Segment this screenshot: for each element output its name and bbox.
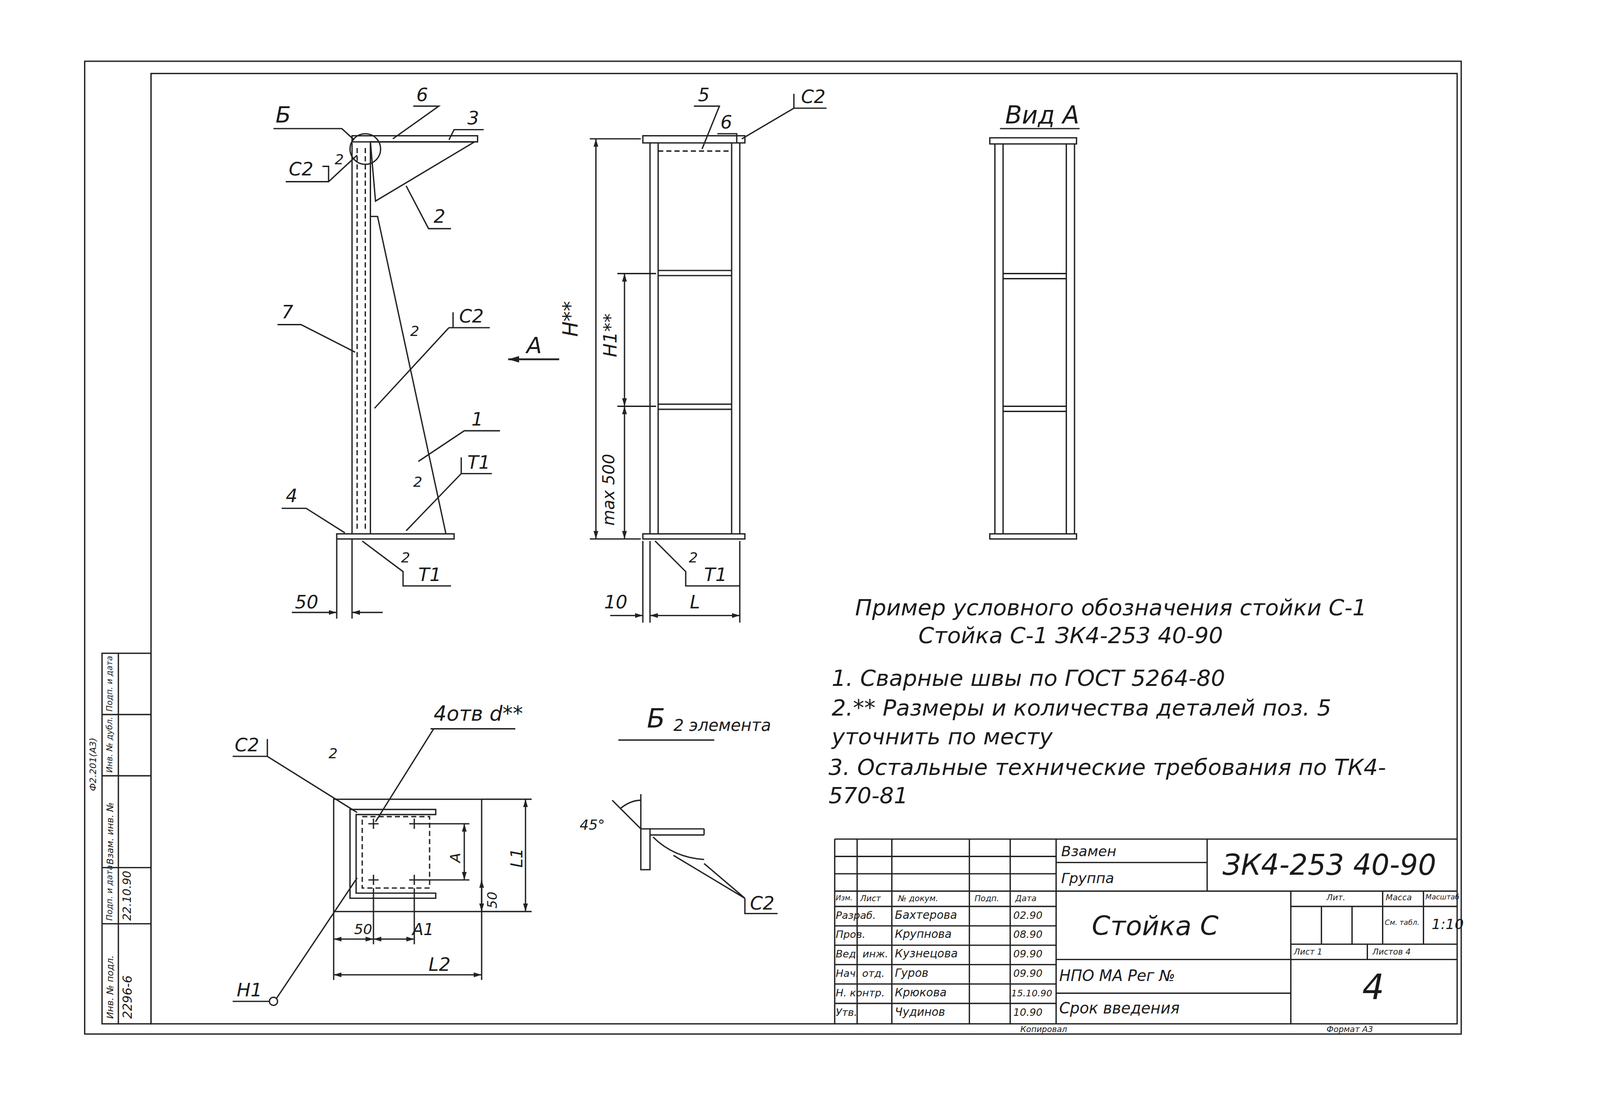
callout-label: 6 (416, 84, 428, 107)
title-block-cell: Стойка С (1092, 911, 1219, 942)
title-block-cell: Чудинов (894, 1006, 945, 1020)
callout-label: 50 (295, 591, 319, 614)
title-block-cell: ЗК4-253 40-90 (1222, 848, 1437, 882)
title-block-cell: Дата (1015, 893, 1037, 904)
callout-label: 50 (485, 891, 502, 908)
callout-label: 2 (328, 745, 338, 762)
note-text: 1. Сварные швы по ГОСТ 5264-80 (831, 665, 1226, 692)
margin-stamp: Ф2.201(А3) (87, 737, 99, 791)
title-block-cell: Н. контр. (835, 986, 885, 999)
title-block-cell: Подп. (974, 893, 1000, 904)
title-block-cell: Взамен (1061, 842, 1117, 860)
callout-label: Вид А (1005, 102, 1080, 131)
title-block-cell: Формат А3 (1326, 1024, 1374, 1034)
title-block-cell: Лист (860, 893, 881, 904)
callout-label: Т1 (418, 564, 442, 586)
title-block-cell: Утв. (835, 1006, 857, 1018)
margin-stamp: Инв. № дубл. (105, 716, 115, 773)
title-block-cell: Масса (1385, 893, 1412, 903)
title-block-cell: Крупнова (894, 928, 952, 942)
callout-label: 2 (433, 205, 446, 228)
callout-label: 50 (353, 920, 373, 937)
callout-label: А (446, 852, 463, 863)
title-block-cell: Срок введения (1059, 1000, 1180, 1018)
margin-stamp: Взам. инв. № (105, 802, 116, 865)
callout-label: С2 (234, 734, 260, 757)
callout-label: Н** (559, 301, 583, 337)
callout-label: 4 (285, 485, 298, 508)
title-block-cell: Крюкова (894, 986, 947, 1000)
callout-label: max 500 (599, 453, 619, 526)
callout-label: 10 (604, 591, 628, 614)
title-block-cell: 09.90 (1013, 967, 1043, 979)
callout-label: 2 (334, 151, 344, 168)
callout-label: 5 (698, 84, 710, 107)
title-block-cell: Лит. (1326, 893, 1346, 903)
title-block-cell: Гуров (894, 967, 929, 981)
callout-label: L2 (428, 954, 451, 976)
callout-label: С2 (801, 86, 826, 109)
margin-stamp: Подп. и дата (105, 655, 115, 712)
title-block-cell: Копировал (1020, 1024, 1068, 1034)
title-block-cell: Бахтерова (894, 909, 958, 923)
callout-label: Т1 (467, 451, 490, 474)
title-block-cell: Лист 1 (1293, 946, 1323, 957)
callout-label: L1 (507, 848, 527, 868)
callout-label: 7 (281, 302, 294, 324)
title-block-cell: Вед. инж. (835, 947, 888, 960)
note-text: 2.** Размеры и количества деталей поз. 5… (831, 693, 1363, 751)
callout-label: 2 (410, 322, 420, 339)
note-text: Пример условного обозначения стойки С-1 (854, 594, 1367, 621)
title-block-cell: 09.90 (1013, 947, 1043, 960)
callout-label: 4отв d** (433, 701, 523, 726)
callout-label: 2 (400, 548, 411, 566)
title-block-cell: См. табл. (1384, 918, 1420, 927)
callout-label: 1 (471, 409, 483, 431)
title-block-cell: 15.10.90 (1011, 987, 1053, 999)
callout-label: Б (275, 102, 291, 129)
callout-label: 45° (579, 816, 605, 833)
title-block-cell: Изм. (835, 893, 853, 903)
callout-label: 2 (688, 548, 699, 566)
title-block-cell: № докум. (898, 893, 939, 904)
title-block-cell: 08.90 (1013, 928, 1043, 941)
title-block-cell: Пров. (835, 928, 866, 941)
title-block-cell: 4 (1362, 967, 1385, 1008)
margin-stamp: 2296-6 (121, 975, 136, 1019)
title-block-cell: 10.90 (1013, 1006, 1043, 1018)
title-block-cell: Разраб. (835, 909, 876, 921)
callout-label: 3 (467, 108, 479, 130)
title-block-cell: Листов 4 (1372, 946, 1411, 957)
callout-label: Н1 (236, 979, 263, 1002)
title-block-cell: 02.90 (1013, 909, 1043, 921)
callout-label: Б (647, 704, 666, 735)
note-text: Стойка С-1 ЗК4-253 40-90 (918, 622, 1224, 649)
callout-label: С2 (459, 306, 484, 328)
margin-stamp: Подп. и дата (105, 864, 115, 921)
title-block-cell: Кузнецова (894, 947, 958, 961)
margin-stamp: Инв. № подл. (105, 955, 116, 1019)
note-text: 3. Остальные технические требования по Т… (828, 752, 1401, 810)
callout-label: Н1** (599, 313, 622, 358)
title-block-cell: Группа (1061, 869, 1115, 886)
callout-label: А (526, 332, 542, 359)
title-block-cell: НПО МА Рег № (1059, 967, 1176, 985)
callout-label: Т1 (704, 564, 727, 586)
callout-label: 6 (720, 112, 733, 134)
callout-label: 2 элемента (673, 716, 772, 735)
callout-label: А1 (412, 920, 434, 939)
title-block-cell: Масштаб (1425, 893, 1460, 902)
callout-label: 2 (413, 473, 423, 490)
callout-label: С2 (750, 893, 775, 915)
callout-label: L (689, 591, 701, 614)
title-block-cell: Нач. отд. (835, 967, 885, 979)
margin-stamp: 22.10.90 (121, 870, 135, 921)
callout-label: С2 (288, 159, 314, 181)
title-block-cell: 1:10 (1431, 915, 1464, 932)
